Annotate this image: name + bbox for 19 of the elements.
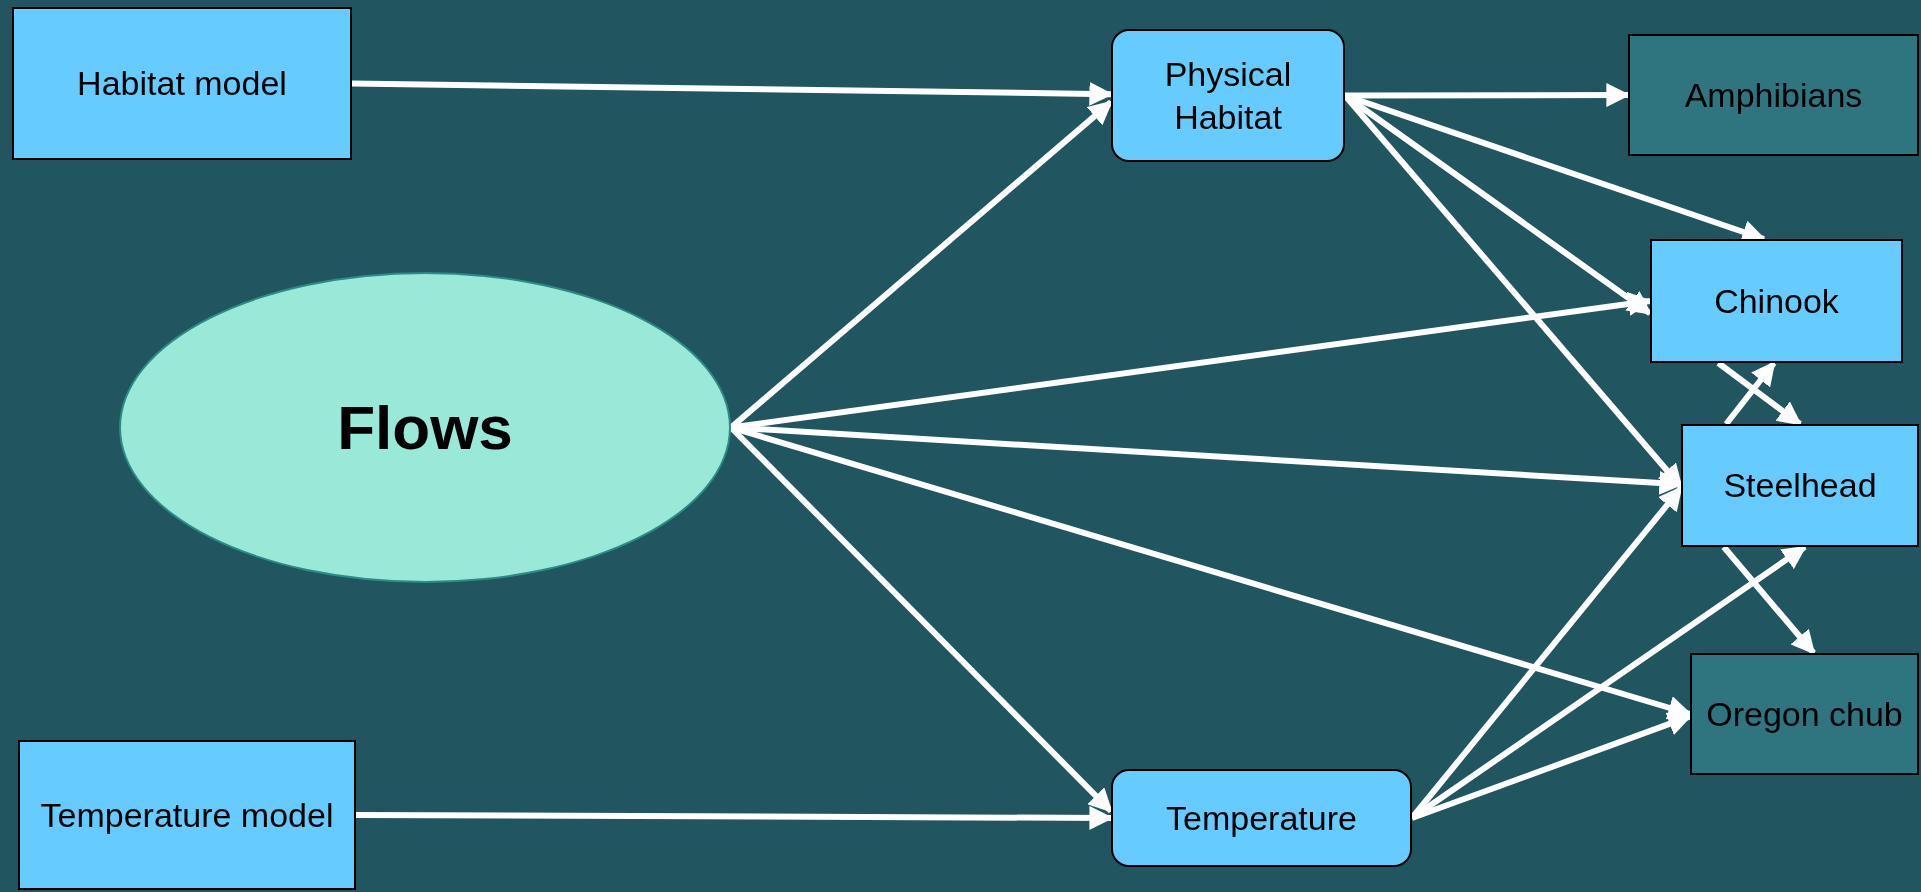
node-label: Temperature model [40, 794, 334, 836]
model-box [18, 740, 356, 890]
process-box [1111, 29, 1345, 162]
species-box [1628, 34, 1919, 156]
node-label: Physical Habitat [1163, 54, 1293, 138]
species-box [1650, 239, 1903, 363]
node-label: Steelhead [1723, 465, 1877, 507]
species-box [1681, 424, 1919, 547]
arrow [1723, 361, 1777, 426]
node-label: Amphibians [1684, 74, 1863, 116]
node-label: Oregon chub [1706, 693, 1903, 735]
node-label: Flows [337, 391, 513, 464]
model-box [12, 7, 352, 160]
node-label: Temperature [1166, 797, 1357, 839]
node-label: Chinook [1714, 280, 1839, 322]
species-box [1690, 653, 1919, 775]
node-label: Habitat model [77, 63, 287, 105]
process-box [1111, 769, 1412, 867]
arrow [1721, 545, 1816, 655]
